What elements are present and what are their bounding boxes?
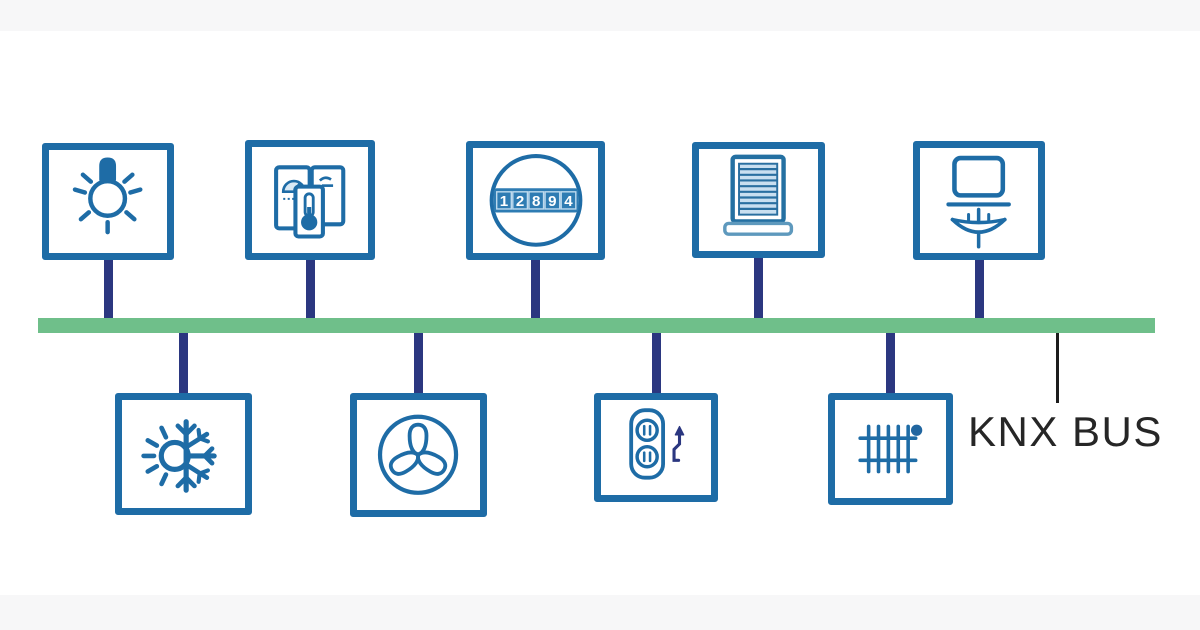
knx-bus-label: KNX BUS [968, 408, 1163, 455]
blinds-icon [723, 154, 794, 236]
knx-bus-pointer-line [1056, 333, 1059, 403]
device-thermostat [245, 140, 375, 260]
bus-connector [975, 257, 984, 320]
meter-digit: 2 [515, 193, 523, 210]
device-display [913, 141, 1045, 260]
meter-digit: 4 [564, 193, 573, 210]
bus-connector [754, 257, 763, 320]
fan-icon [378, 414, 459, 496]
device-socket [594, 393, 718, 502]
bus-connector [652, 331, 661, 395]
bus-connector [104, 257, 113, 320]
bus-connector [886, 331, 895, 395]
device-lighting [42, 143, 174, 260]
thermostat-icon [274, 165, 346, 239]
letterbox-top [0, 0, 1200, 31]
socket-arrow-icon [629, 408, 685, 480]
meter-digit: 1 [499, 193, 507, 210]
device-energy-meter: 1 2 8 9 4 [466, 141, 605, 260]
device-ventilation [350, 393, 487, 517]
device-heating-cooling [115, 393, 252, 515]
bus-connector [531, 257, 540, 320]
radiator-icon [858, 424, 923, 474]
meter-icon: 1 2 8 9 4 [489, 154, 582, 247]
letterbox-bottom [0, 595, 1200, 630]
sun-snowflake-icon [141, 419, 218, 493]
meter-digit: 9 [548, 193, 556, 210]
monitor-dish-icon [946, 155, 1012, 249]
meter-digit: 8 [531, 193, 539, 210]
bus-connector [306, 257, 315, 320]
lightbulb-icon [73, 157, 143, 235]
bus-connector [179, 331, 188, 395]
bus-connector [414, 331, 423, 395]
knx-bus-line [38, 318, 1155, 333]
device-radiator [828, 393, 953, 505]
device-blinds [692, 142, 825, 258]
